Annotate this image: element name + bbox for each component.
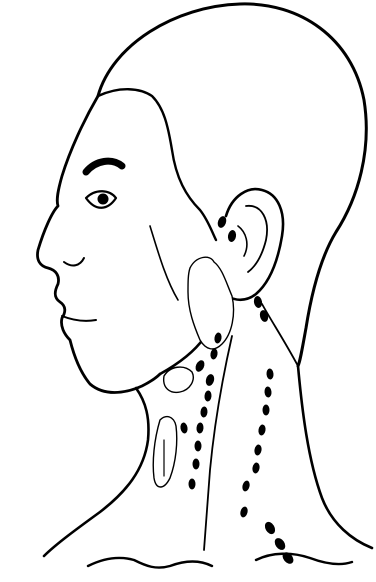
collarbone-outline <box>88 558 212 568</box>
parotid-gland <box>188 257 234 349</box>
lip-line <box>62 316 96 321</box>
chest-outline <box>256 554 352 564</box>
anterior-cervical-node <box>180 422 189 434</box>
preauricular-node <box>227 229 237 242</box>
sternocleidomastoid-outline <box>204 336 232 550</box>
anterior-cervical-node <box>204 390 212 402</box>
posterior-cervical-node <box>241 480 251 492</box>
cheek-contour <box>150 226 178 300</box>
ear-helix <box>246 206 267 272</box>
posterior-auricular-node <box>253 295 263 308</box>
supraclavicular-node <box>263 520 277 536</box>
posterior-cervical-node <box>252 462 261 474</box>
posterior-cervical-node <box>264 386 272 398</box>
throat-outline <box>44 388 149 556</box>
anterior-cervical-node <box>195 441 202 452</box>
posterior-cervical-node <box>239 506 249 518</box>
pupil-icon <box>98 194 109 205</box>
supraclavicular-node <box>280 550 295 566</box>
anterior-cervical-node <box>196 422 204 434</box>
eyebrow <box>86 161 122 172</box>
posterior-cervical-node <box>263 405 270 416</box>
submandibular-node <box>205 373 216 387</box>
anterior-cervical-node <box>200 406 208 418</box>
posterior-auricular-node <box>259 309 270 323</box>
submandibular-gland <box>164 367 194 392</box>
posterior-cervical-node <box>266 368 274 380</box>
face-profile <box>37 96 160 393</box>
thyroid-gland <box>153 417 177 487</box>
supraclavicular-node <box>273 536 288 552</box>
posterior-cervical-node <box>258 424 267 436</box>
anterior-cervical-node <box>189 479 196 490</box>
posterior-cervical-node <box>254 444 263 456</box>
submandibular-node <box>194 359 206 373</box>
anterior-cervical-node <box>210 348 219 360</box>
trapezius-outline <box>262 304 298 366</box>
anterior-cervical-node <box>193 459 200 470</box>
nostril <box>64 258 84 265</box>
back-neck-outline <box>298 366 372 548</box>
ear-concha <box>238 226 247 256</box>
